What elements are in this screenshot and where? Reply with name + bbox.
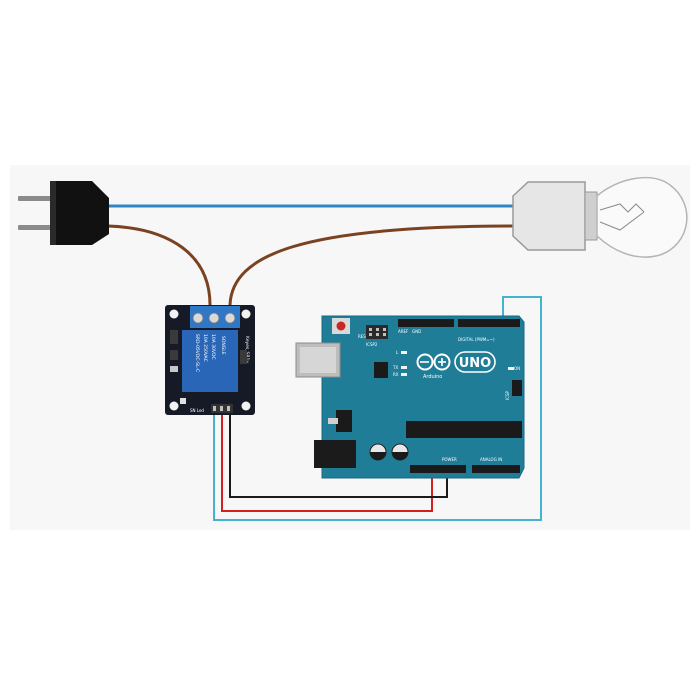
aref-label: AREF [398,329,409,334]
power-label: POWER [442,457,457,462]
arduino-logo-icon [416,353,451,371]
rx-led-label: RX [393,372,399,377]
digital-label: DIGITAL (PWM=~) [458,337,495,342]
analog-label: ANALOG IN [480,457,502,462]
uno-logo-text: UNO [459,356,492,371]
ground-wire-black [229,412,448,498]
relay-text-3: 10A 30VDC [210,334,216,360]
gnd-label: GND [412,329,421,334]
icsp-right-label: ICSP [505,390,510,400]
power-header [410,465,466,473]
dc-jack [314,440,356,468]
arduino-brand-text: Arduino [423,374,442,380]
relay-text-2: 10A 250VAC [202,334,208,362]
relay-text-1: SRD-05VDC-SL-C [194,334,200,372]
uno-badge [454,351,496,373]
signal-wire-cyan [213,296,542,521]
analog-header [472,465,520,473]
relay-led-label: SN Led [190,408,204,413]
mains-wire-brown-plug-relay [107,224,212,306]
reset-label: RESET [358,334,371,339]
on-led-label: ON [514,366,520,371]
bulb-icon [512,176,688,258]
power-wire-red [221,412,433,512]
mains-wire-brown-relay-bulb [228,224,516,306]
digital-header-1 [398,319,454,327]
plug-icon [18,181,109,245]
relay-module: SRD-05VDC-SL-C 10A 250VAC 10A 30VDC SONG… [165,305,255,415]
relay-brand-text: Keyes_SR1y [244,336,250,363]
icsp2-label: ICSP2 [366,342,378,347]
microcontroller-chip [406,421,522,438]
arduino-board: RESET ICSP2 AREF GND DIGITAL (PWM=~) L T… [295,315,525,479]
relay-body [182,330,238,392]
digital-header-2 [458,319,520,327]
l-led-label: L [396,350,399,355]
relay-brand-logo: SONGLE [220,336,226,355]
tx-led-label: TX [392,365,398,370]
